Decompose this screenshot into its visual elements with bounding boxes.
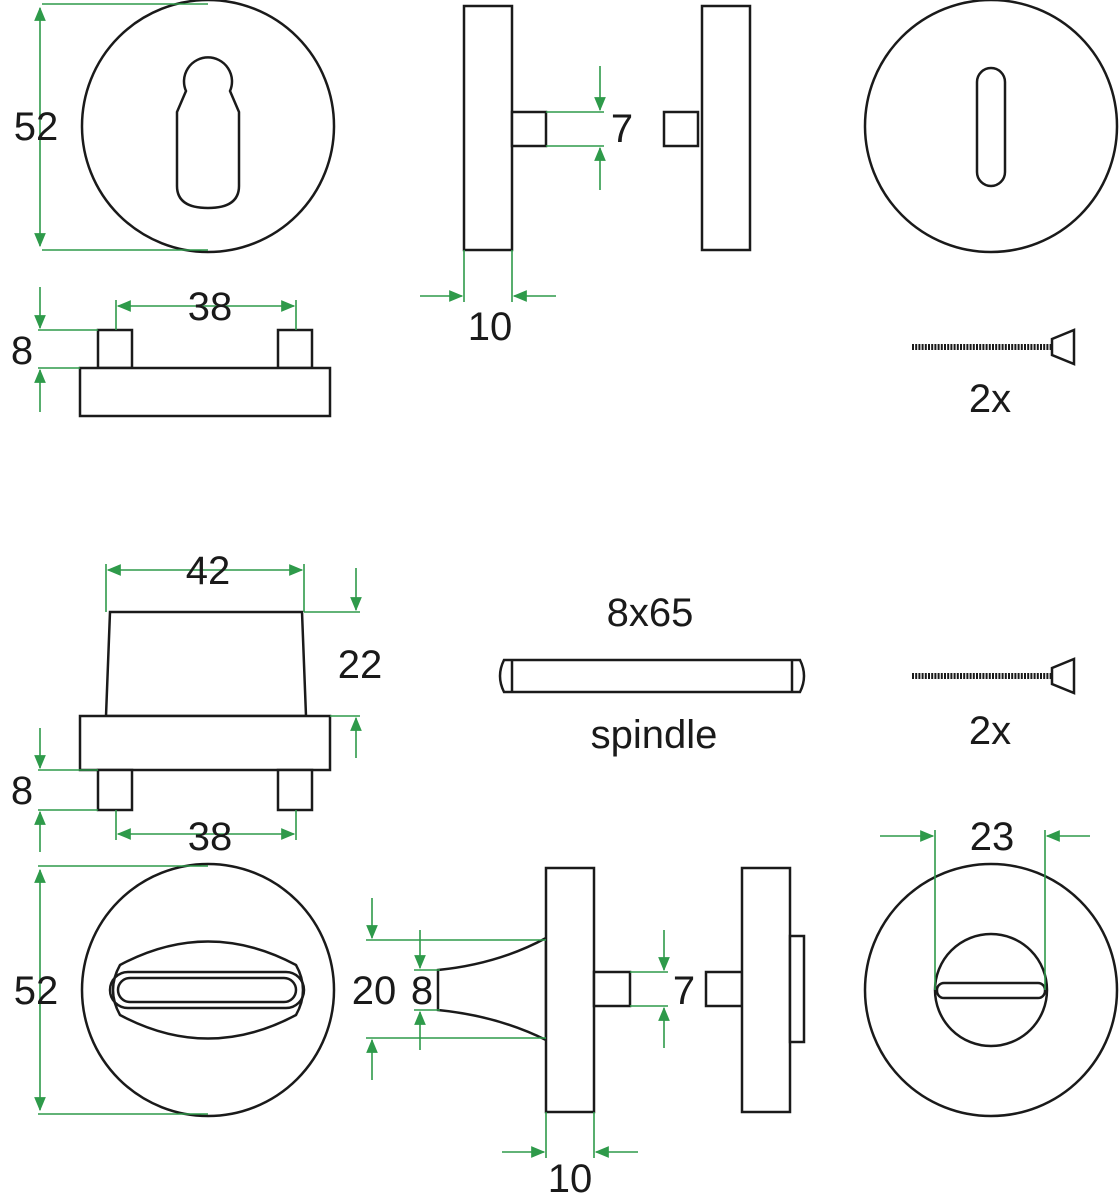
rose-diameter-label-top: 52 [14, 105, 59, 149]
rose-height-label-bottom: 8 [11, 769, 33, 813]
turn-set-side: 20 8 7 10 [352, 866, 806, 1200]
cylinder-rose-front: 52 [14, 0, 336, 254]
spindle-name-label: spindle [591, 713, 718, 757]
turn-height-label: 22 [338, 643, 383, 687]
screw-bottom: 2x [912, 657, 1076, 753]
screw-quantity-label-top: 2x [969, 377, 1011, 421]
shaft-size-label-top: 7 [611, 107, 633, 151]
key-rose-pair-side: 7 10 [420, 4, 752, 349]
turn-rose-front: 52 [14, 862, 336, 1118]
key-rose-front [863, 0, 1119, 254]
turn-width-label: 42 [186, 549, 231, 593]
spindle: 8x65 spindle [498, 591, 806, 757]
knob-outer-label: 20 [352, 969, 397, 1013]
thickness-label-bottom: 10 [548, 1157, 593, 1200]
screw-top: 2x [912, 328, 1076, 421]
screw-quantity-label-bottom: 2x [969, 709, 1011, 753]
release-slot-label: 23 [970, 815, 1015, 859]
rose-height-label-top: 8 [11, 329, 33, 373]
knob-inner-label: 8 [411, 969, 433, 1013]
spindle-size-label: 8x65 [607, 591, 694, 635]
release-rose-front: 23 [863, 815, 1119, 1118]
pin-spacing-label-top: 38 [188, 285, 233, 329]
pin-spacing-label-bottom: 38 [188, 815, 233, 859]
shaft-size-label-bottom: 7 [673, 969, 695, 1013]
turn-knob-side: 42 22 8 38 [11, 549, 382, 859]
thickness-label-top: 10 [468, 305, 513, 349]
rose-diameter-label-bottom: 52 [14, 969, 59, 1013]
cylinder-rose-side: 8 38 [11, 285, 332, 418]
